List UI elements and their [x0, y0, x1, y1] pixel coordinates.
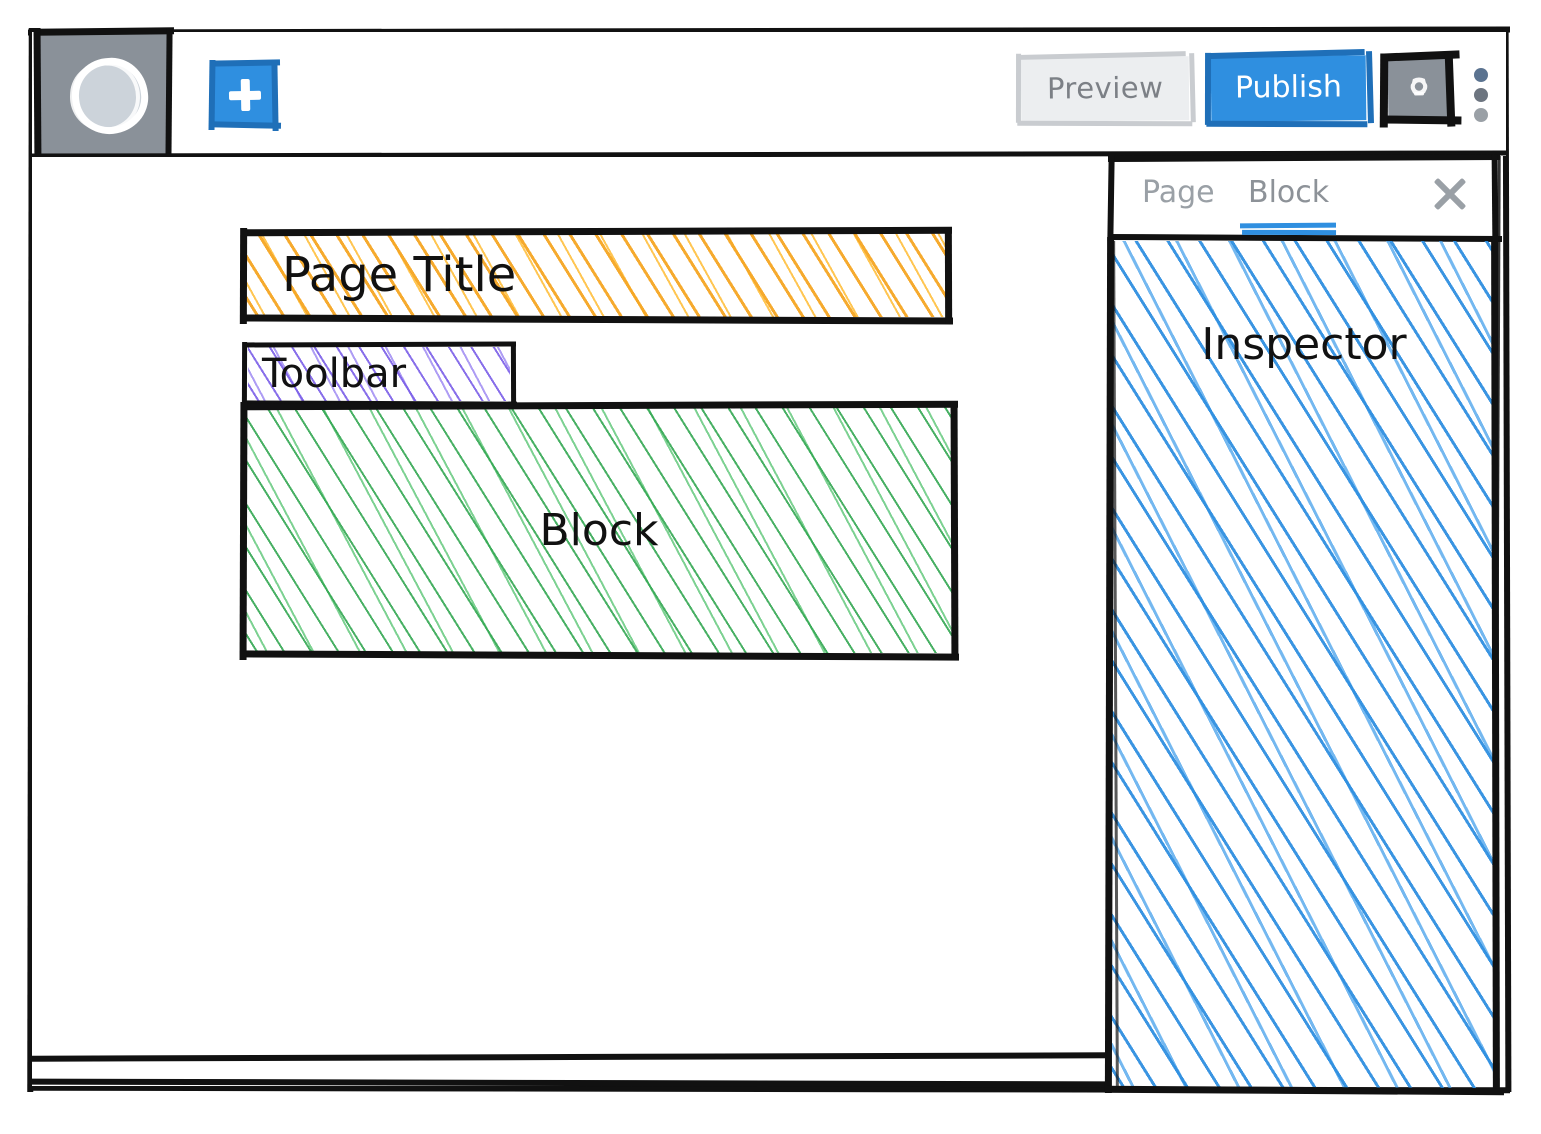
- window-border-right: [1502, 27, 1512, 1093]
- logo-border-left: [33, 27, 42, 165]
- toolbar-border-right: [510, 341, 517, 409]
- tab-page[interactable]: Page: [1142, 175, 1215, 210]
- inspector-panel-body[interactable]: Inspector: [1104, 236, 1505, 1096]
- add-block-border-left: [208, 59, 216, 131]
- vertical-ellipsis-icon-dot-1: [1474, 67, 1488, 82]
- logo-border-right: [165, 27, 173, 165]
- preview-button[interactable]: Preview: [1015, 50, 1196, 126]
- wordpress-circle-logo-icon: [68, 54, 152, 138]
- editor-header-bar: Preview Publish: [32, 27, 1506, 165]
- preview-border-left: [1015, 53, 1021, 123]
- publish-border-bottom: [1206, 120, 1368, 128]
- settings-gear-button[interactable]: [1379, 49, 1462, 128]
- status-bar-border-top: [31, 1052, 1111, 1062]
- inspector-tab-bar: Page Block: [1107, 153, 1503, 243]
- add-block-border-bottom: [208, 121, 282, 129]
- content-block[interactable]: Block: [239, 400, 960, 661]
- publish-button[interactable]: Publish: [1204, 48, 1374, 128]
- publish-border-top: [1206, 48, 1365, 60]
- publish-button-label: Publish: [1234, 69, 1343, 106]
- publish-border-right: [1365, 51, 1374, 123]
- inspector-label: Inspector: [1201, 319, 1407, 370]
- logo-border-top: [33, 27, 175, 36]
- add-block-border-right: [271, 60, 279, 132]
- settings-border-right: [1444, 51, 1456, 127]
- preview-button-label: Preview: [1046, 69, 1164, 106]
- settings-gear-icon: [1410, 77, 1428, 95]
- preview-border-bottom: [1016, 120, 1193, 126]
- block-toolbar[interactable]: Toolbar: [241, 341, 518, 409]
- plus-icon-vertical: [240, 78, 251, 112]
- inspector-tabbar-border-right: [1491, 154, 1499, 242]
- block-hatch-fill: [246, 407, 952, 653]
- editor-status-bar: [31, 1052, 1111, 1088]
- inspector-sidebar: Page Block Inspector: [1104, 153, 1505, 1096]
- app-window-frame: Preview Publish: [27, 26, 1512, 1096]
- inspector-hatch-fill: [1110, 241, 1498, 1089]
- vertical-ellipsis-icon-dot-2: [1474, 87, 1488, 102]
- preview-border-right: [1189, 52, 1196, 122]
- editor-canvas[interactable]: Page Title Toolbar Block: [32, 157, 1108, 1057]
- inspector-tabbar-border-left: [1107, 154, 1115, 242]
- block-label: Block: [539, 504, 659, 556]
- inspector-tabbar-border-top: [1107, 153, 1501, 163]
- toolbar-label: Toolbar: [262, 351, 407, 397]
- add-block-button[interactable]: [208, 59, 282, 132]
- settings-border-left: [1379, 52, 1389, 128]
- page-title-label: Page Title: [282, 247, 517, 303]
- tab-block-active-underline: [1239, 222, 1337, 229]
- add-block-border-top: [209, 59, 281, 67]
- header-actions-group: Preview Publish: [1015, 48, 1492, 128]
- toolbar-border-left: [241, 341, 248, 409]
- tab-block[interactable]: Block: [1248, 175, 1330, 210]
- preview-border-top: [1017, 50, 1186, 60]
- inspector-border-bottom: [1105, 1085, 1505, 1096]
- page-title-field[interactable]: Page Title: [239, 226, 954, 325]
- toolbar-hatch-fill: [248, 347, 510, 401]
- more-options-menu-button[interactable]: [1472, 58, 1492, 122]
- site-logo-button[interactable]: [33, 27, 177, 165]
- page-title-hatch-fill: [246, 233, 946, 317]
- publish-border-left: [1204, 52, 1212, 125]
- vertical-ellipsis-icon-dot-3: [1474, 107, 1488, 122]
- inspector-close-button[interactable]: [1430, 173, 1470, 213]
